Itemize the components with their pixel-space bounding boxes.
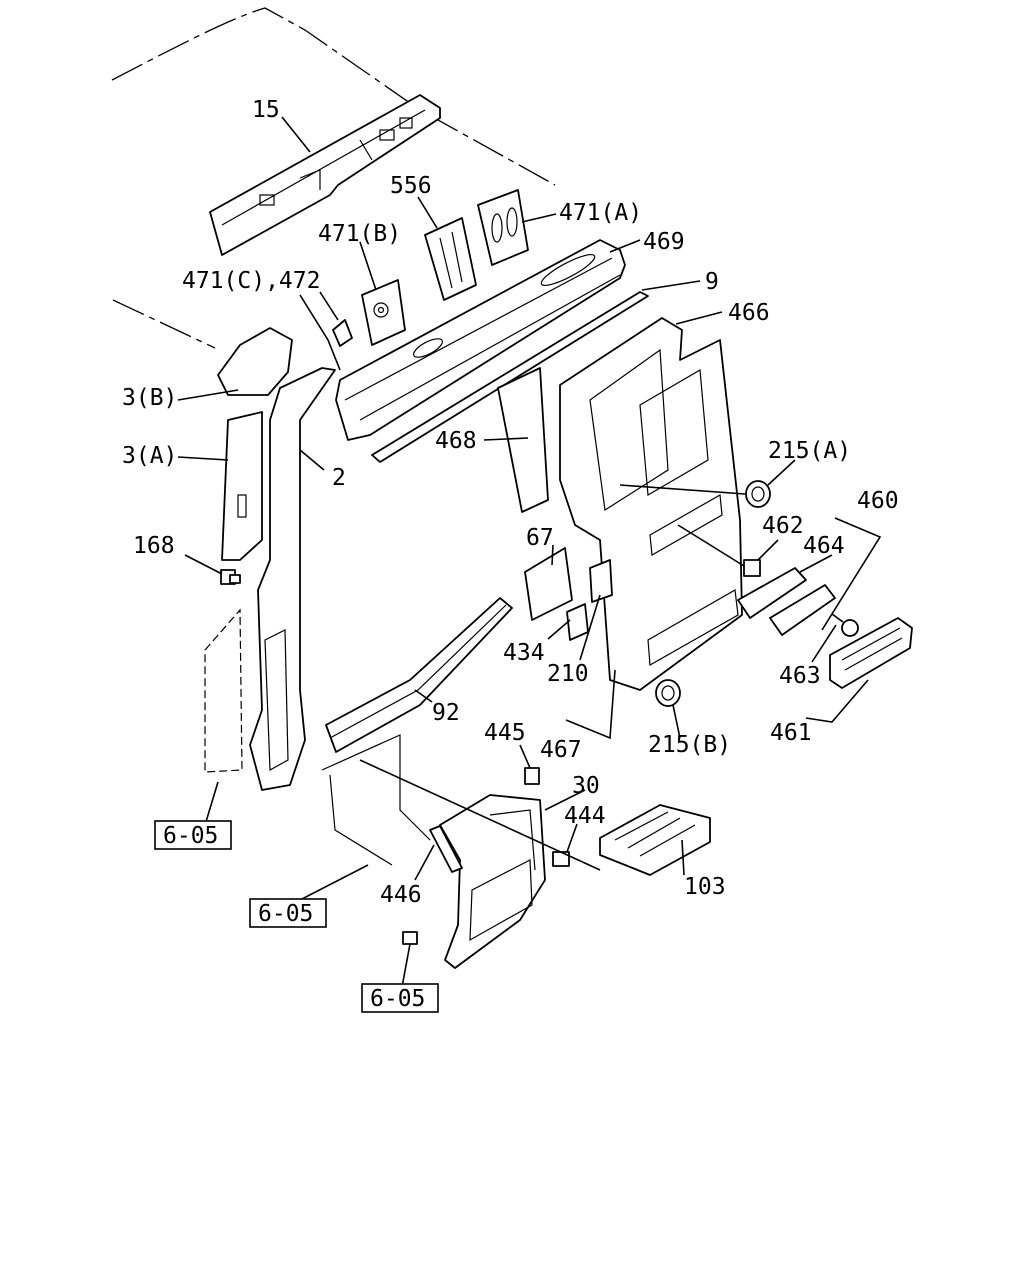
part-15-roof-rail xyxy=(209,94,441,256)
leader-462-line xyxy=(677,524,745,567)
label-168: 168 xyxy=(133,533,175,559)
label-445: 445 xyxy=(484,720,526,746)
label-30: 30 xyxy=(572,773,600,799)
part-210-plate xyxy=(589,559,613,603)
label-471c-472: 471(C),472 xyxy=(182,268,320,294)
label-471a: 471(A) xyxy=(559,200,642,226)
label-92: 92 xyxy=(432,700,460,726)
part-168-bolt xyxy=(220,569,241,585)
label-444: 444 xyxy=(564,803,606,829)
part-67-bracket xyxy=(524,547,573,621)
part-469-header-rail xyxy=(335,239,626,441)
label-462: 462 xyxy=(762,513,804,539)
part-556-bracket xyxy=(424,217,477,301)
leader-215a-line xyxy=(619,484,746,495)
label-466: 466 xyxy=(728,300,770,326)
lower-phantom-panel xyxy=(204,608,243,773)
label-460: 460 xyxy=(857,488,899,514)
part-92-sill xyxy=(325,597,513,753)
part-215a-grommet xyxy=(745,480,771,508)
part-468-reinforcement xyxy=(497,367,549,513)
label-471b: 471(B) xyxy=(318,221,401,247)
roof-phantom-line xyxy=(111,7,556,186)
part-30-step-bracket xyxy=(439,794,546,969)
label-67: 67 xyxy=(526,525,554,551)
label-3a: 3(A) xyxy=(122,443,177,469)
label-9: 9 xyxy=(705,269,719,295)
part-463-screw xyxy=(831,613,859,637)
part-462-clip xyxy=(743,559,761,577)
ref-box-bottom[interactable]: 6-05 xyxy=(361,983,439,1013)
label-463: 463 xyxy=(779,663,821,689)
part-446-strip xyxy=(429,825,463,873)
label-2: 2 xyxy=(332,465,346,491)
ref-label-bottom: 6-05 xyxy=(370,986,425,1012)
part-471a-bracket xyxy=(477,189,529,266)
part-103-step xyxy=(599,804,711,876)
part-3b-corner xyxy=(217,327,293,396)
ref-label-middle: 6-05 xyxy=(258,901,313,927)
part-434-clip xyxy=(566,603,589,641)
label-446: 446 xyxy=(380,882,422,908)
label-15: 15 xyxy=(252,97,280,123)
leader-lines xyxy=(177,116,882,988)
side-phantom-line xyxy=(112,299,216,349)
label-210: 210 xyxy=(547,661,589,687)
floor-phantom-panel xyxy=(321,734,431,866)
part-471c-clip xyxy=(332,319,353,347)
label-434: 434 xyxy=(503,640,545,666)
part-471b-bracket xyxy=(361,279,406,346)
ref-box-middle[interactable]: 6-05 xyxy=(249,898,327,928)
label-215b: 215(B) xyxy=(648,732,731,758)
ref-bolt xyxy=(402,931,418,945)
part-445-clip xyxy=(524,767,540,785)
label-464: 464 xyxy=(803,533,845,559)
label-461: 461 xyxy=(770,720,812,746)
label-103: 103 xyxy=(684,874,726,900)
label-556: 556 xyxy=(390,173,432,199)
label-3b: 3(B) xyxy=(122,385,177,411)
part-215b-grommet xyxy=(655,679,681,707)
ref-label-left: 6-05 xyxy=(163,823,218,849)
ref-box-left[interactable]: 6-05 xyxy=(154,820,232,850)
part-464-gasket xyxy=(737,567,807,619)
label-467: 467 xyxy=(540,737,582,763)
label-468: 468 xyxy=(435,428,477,454)
part-3a-trim xyxy=(221,411,263,561)
part-460-lamp-body xyxy=(769,584,836,636)
part-2-pillar xyxy=(249,367,336,791)
label-215a: 215(A) xyxy=(768,438,851,464)
label-469: 469 xyxy=(643,229,685,255)
part-9-strip xyxy=(371,291,649,463)
part-461-lamp-lens xyxy=(829,617,913,689)
